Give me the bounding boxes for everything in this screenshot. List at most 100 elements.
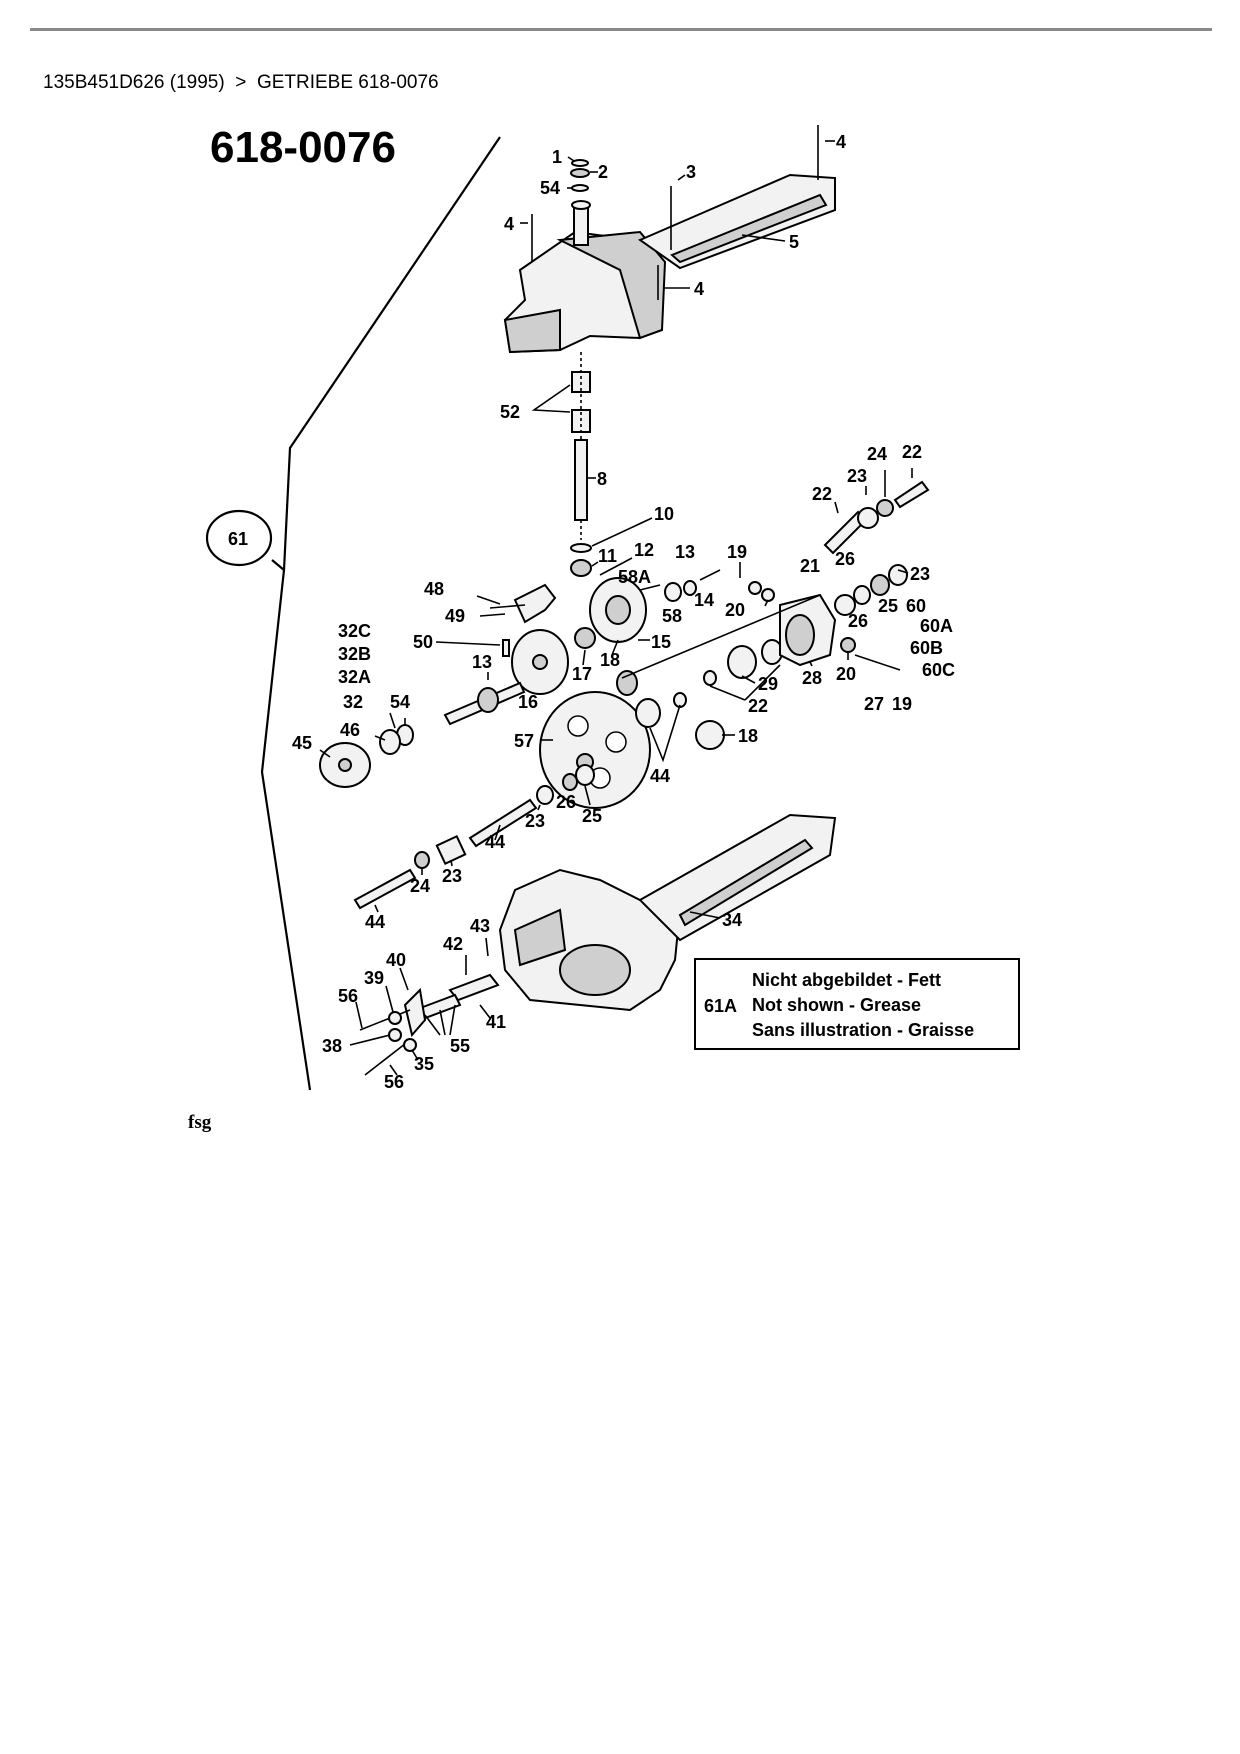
- part-label: 10: [654, 504, 674, 524]
- part-label: 60C: [922, 660, 955, 680]
- breadcrumb-model[interactable]: 135B451D626 (1995): [43, 72, 225, 93]
- part-label: 39: [364, 968, 384, 988]
- bushing-23-right: [888, 564, 908, 586]
- part-label: 8: [597, 469, 607, 489]
- washer-20: [761, 588, 775, 602]
- part-label: 52: [500, 402, 520, 422]
- part-label: 49: [445, 606, 465, 626]
- gear-13: [477, 687, 499, 713]
- part-label: 26: [848, 611, 868, 631]
- part-labels: 1 2 54 3 4 4 5 4 52 8 10 11 12 13 19 21 …: [292, 132, 955, 1092]
- part-label: 2: [598, 162, 608, 182]
- pinion-11: [570, 559, 592, 577]
- part-label: 35: [414, 1054, 434, 1074]
- part-label: 3: [686, 162, 696, 182]
- part-label: 21: [800, 556, 820, 576]
- bolt-56-upper: [359, 1009, 411, 1031]
- bushing-23-upper: [857, 507, 879, 529]
- part-label: 44: [485, 832, 505, 852]
- part-label: 46: [340, 720, 360, 740]
- shift-fork-48: [513, 583, 557, 624]
- lead-line-diff: [621, 594, 821, 679]
- part-label: 19: [892, 694, 912, 714]
- part-label: 24: [867, 444, 887, 464]
- gear-17: [574, 627, 596, 649]
- breadcrumb: 135B451D626 (1995) > GETRIEBE 618-0076: [43, 72, 439, 94]
- washer-39: [388, 1011, 402, 1025]
- gear-57: [539, 691, 651, 809]
- part-label: 45: [292, 733, 312, 753]
- legend-box: 61A Nicht abgebildet - Fett Not shown - …: [694, 958, 1020, 1050]
- washer-1: [571, 159, 589, 167]
- part-label: 27: [864, 694, 884, 714]
- part-label: 16: [518, 692, 538, 712]
- part-label: 55: [450, 1036, 470, 1056]
- part-label: 57: [514, 731, 534, 751]
- washer-26-right: [853, 585, 871, 605]
- washer-25-right: [834, 594, 856, 616]
- washer-10: [570, 543, 592, 553]
- part-label: 28: [802, 668, 822, 688]
- part-label: 26: [835, 549, 855, 569]
- part-label: 26: [556, 792, 576, 812]
- washer-25-mid: [575, 764, 595, 786]
- diagram-title: 618-0076: [210, 123, 396, 172]
- part-label: 19: [727, 542, 747, 562]
- part-label: 56: [384, 1072, 404, 1092]
- legend-line-en: Not shown - Grease: [752, 995, 922, 1015]
- washer-38: [388, 1028, 402, 1042]
- part-label: 4: [694, 279, 704, 299]
- part-label: 58A: [618, 567, 651, 587]
- gear-18-upper: [616, 670, 638, 696]
- part-label: 13: [472, 652, 492, 672]
- part-label: 42: [443, 934, 463, 954]
- gear-57-hole-1: [567, 715, 589, 737]
- legend-line-de: Nicht abgebildet - Fett: [752, 970, 941, 990]
- washer-44: [673, 692, 687, 708]
- legend-code: 61A: [704, 996, 738, 1016]
- part-label: 34: [722, 910, 742, 930]
- part-label: 60A: [920, 616, 953, 636]
- washer-14: [683, 580, 697, 596]
- ring-60: [870, 574, 890, 596]
- bushing-23-mid: [536, 785, 554, 805]
- part-label: 38: [322, 1036, 342, 1056]
- lower-housing: [498, 813, 837, 1012]
- pin-13: [699, 569, 721, 581]
- part-label: 4: [836, 132, 846, 152]
- washer-35: [403, 1038, 417, 1052]
- plate-42: [448, 973, 500, 1002]
- part-label: 13: [675, 542, 695, 562]
- part-label: 14: [694, 590, 714, 610]
- breadcrumb-separator: >: [235, 72, 247, 93]
- assembly-callout-label: 61: [228, 529, 248, 549]
- assembly-callout-circle: [205, 509, 273, 567]
- washer-19: [748, 581, 762, 595]
- part-label: 32: [343, 692, 363, 712]
- part-label: 17: [572, 664, 592, 684]
- shaft-44-lower: [353, 868, 417, 910]
- part-label: 48: [424, 579, 444, 599]
- lever-40: [403, 987, 427, 1038]
- part-label: 23: [525, 811, 545, 831]
- part-label: 54: [540, 178, 560, 198]
- part-label: 58: [662, 606, 682, 626]
- part-label: 25: [582, 806, 602, 826]
- gear-18-lower: [695, 720, 725, 750]
- ring-2: [570, 168, 590, 178]
- gear-57-hole-2: [605, 731, 627, 753]
- washer-20-right: [840, 637, 856, 653]
- part-label: 60: [906, 596, 926, 616]
- bushing-23-lower: [435, 834, 467, 866]
- input-shaft-8: [574, 439, 588, 521]
- ring-24-upper: [876, 499, 894, 517]
- part-label: 5: [789, 232, 799, 252]
- part-label: 15: [651, 632, 671, 652]
- washer-22-small: [703, 670, 717, 686]
- breadcrumb-section: GETRIEBE 618-0076: [256, 72, 439, 93]
- pulley-45-hub: [338, 758, 352, 772]
- part-label: 29: [758, 674, 778, 694]
- part-label: 56: [338, 986, 358, 1006]
- part-label: 32A: [338, 667, 371, 687]
